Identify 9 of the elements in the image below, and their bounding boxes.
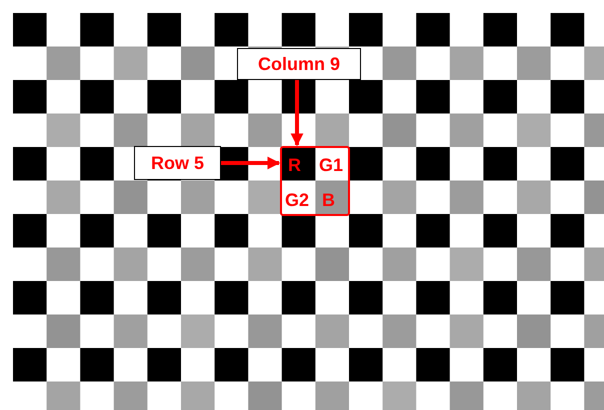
pixel-label: B [322,190,335,210]
pixel-label: G2 [285,190,310,210]
pixel-group-box [280,146,350,216]
arrow [221,156,280,170]
pixel-label: G1 [319,155,344,175]
pixel-label: R [288,155,301,175]
row-label: Row 5 [134,146,221,180]
arrow [290,80,304,146]
column-label: Column 9 [237,48,361,80]
